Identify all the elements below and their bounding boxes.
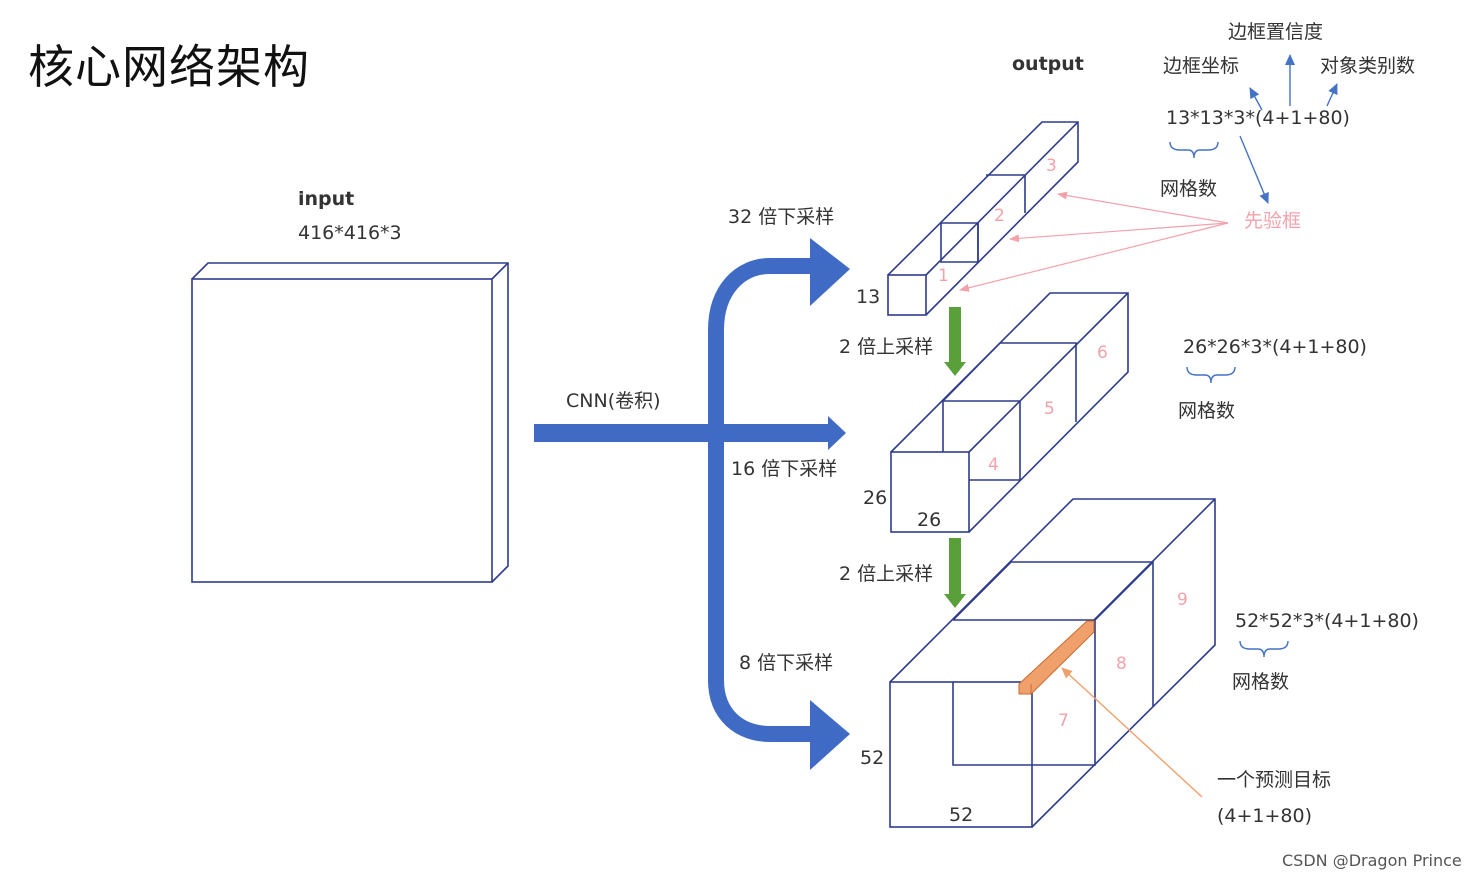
downsample-16-label: 16 倍下采样 — [731, 458, 838, 480]
output-box-52 — [889, 498, 1216, 828]
output-label: output — [1012, 53, 1084, 75]
cnn-label: CNN(卷积) — [566, 390, 661, 412]
anchor-9-label: 9 — [1177, 590, 1188, 610]
upsample-label-1: 2 倍上采样 — [839, 336, 934, 358]
upsample-label-2: 2 倍上采样 — [839, 563, 934, 585]
downsample-32-label: 32 倍下采样 — [728, 206, 835, 228]
prediction-cell — [1018, 620, 1095, 695]
grid-count-26: 网格数 — [1178, 400, 1236, 422]
formula-26: 26*26*3*(4+1+80) — [1183, 336, 1367, 358]
size-52-side-label: 52 — [860, 747, 885, 769]
watermark: CSDN @Dragon Prince — [1282, 851, 1462, 870]
prediction-formula: (4+1+80) — [1217, 805, 1313, 827]
anchor-7-label: 7 — [1058, 711, 1069, 731]
formula-13: 13*13*3*(4+1+80) — [1166, 107, 1350, 129]
input-block — [191, 262, 509, 583]
formula-arrows — [1239, 54, 1338, 204]
anchor-8-label: 8 — [1116, 654, 1127, 674]
upsample-arrows — [944, 307, 966, 608]
diagram-title: 核心网络架构 — [28, 40, 310, 94]
grid-count-13: 网格数 — [1160, 178, 1218, 200]
box-confidence-label: 边框置信度 — [1228, 21, 1324, 43]
anchor-5-label: 5 — [1044, 399, 1055, 419]
size-26-side-label: 26 — [863, 487, 888, 509]
anchor-3-label: 3 — [1046, 156, 1057, 176]
anchor-4-label: 4 — [988, 455, 999, 475]
anchor-arrows — [959, 191, 1229, 292]
size-13-label: 13 — [856, 286, 881, 308]
size-52-bottom-label: 52 — [949, 804, 974, 826]
output-box-13 — [887, 121, 1079, 316]
prediction-arrow — [1061, 667, 1203, 798]
anchor-6-label: 6 — [1097, 343, 1108, 363]
grid-braces — [1169, 141, 1289, 658]
grid-count-52: 网格数 — [1232, 671, 1290, 693]
anchor-box-label: 先验框 — [1244, 210, 1302, 232]
size-26-bottom-label: 26 — [917, 509, 942, 531]
cnn-flow-arrows — [534, 238, 850, 770]
box-coords-label: 边框坐标 — [1163, 55, 1240, 77]
formula-52: 52*52*3*(4+1+80) — [1235, 610, 1419, 632]
anchor-1-label: 1 — [938, 266, 949, 286]
prediction-label: 一个预测目标 — [1217, 769, 1332, 791]
class-count-label: 对象类别数 — [1320, 55, 1416, 77]
input-label: input — [298, 188, 355, 210]
downsample-8-label: 8 倍下采样 — [739, 652, 834, 674]
input-shape: 416*416*3 — [298, 222, 402, 244]
output-box-26 — [890, 292, 1129, 533]
anchor-2-label: 2 — [994, 206, 1005, 226]
